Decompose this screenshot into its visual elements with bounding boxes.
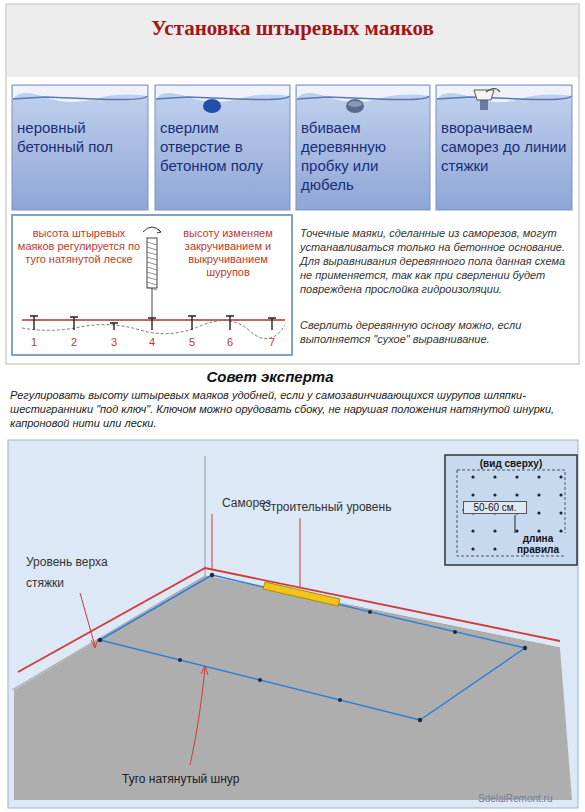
expert-heading: Совет эксперта: [10, 368, 530, 385]
node-text: вбиваем деревянную пробку или дюбель: [301, 118, 427, 194]
node-text: сверлим отверстие в бетонном полу: [160, 118, 286, 175]
step-panel: вбиваем деревянную пробку или дюбель: [296, 85, 430, 210]
callout-number: 5: [184, 336, 200, 348]
node-text: 50-60 см.: [463, 501, 527, 514]
node-text: вворачиваем саморез до линии стяжки: [441, 118, 569, 175]
room-illustration: [8, 440, 578, 808]
part-label: Строительный уровень: [262, 500, 391, 514]
rod-beacon-scheme: [12, 215, 292, 355]
node-text: (вид сверху): [449, 458, 573, 469]
part-label: Туго натянутый шнур: [120, 772, 241, 786]
callout-number: 1: [26, 336, 42, 348]
part-label: Уровень верха стяжки: [26, 552, 118, 594]
node-text: неровный бетонный пол: [17, 118, 143, 156]
step-panel: сверлим отверстие в бетонном полу: [155, 85, 290, 210]
node-text: высота штыревых маяков регулируется по т…: [17, 227, 141, 266]
title: Установка штыревых маяков: [10, 16, 575, 41]
watermark: SdelaiRemont.ru: [478, 793, 552, 804]
top-view-inset: (вид сверху) 50-60 см. длина правила: [445, 455, 577, 565]
node-text: длина правила: [507, 533, 569, 555]
callout-number: 7: [264, 336, 280, 348]
step-panel: вворачиваем саморез до линии стяжки: [436, 85, 572, 210]
note-text: Точечные маяки, сделанные из саморезов, …: [300, 226, 572, 296]
note-text: Сверлить деревянную основу можно, если в…: [300, 318, 572, 346]
callout-number: 3: [106, 336, 122, 348]
step-panel: неровный бетонный пол: [12, 85, 148, 210]
callout-number: 6: [222, 336, 238, 348]
step-panels: [12, 85, 572, 210]
callout-number: 4: [144, 336, 160, 348]
scheme-box: высота штыревых маяков регулируется по т…: [12, 215, 292, 355]
expert-text: Регулировать высоту штыревых маяков удоб…: [10, 388, 575, 430]
callout-number: 2: [66, 336, 82, 348]
node-text: высоту изменяем закручиванием и выкручив…: [170, 227, 286, 279]
